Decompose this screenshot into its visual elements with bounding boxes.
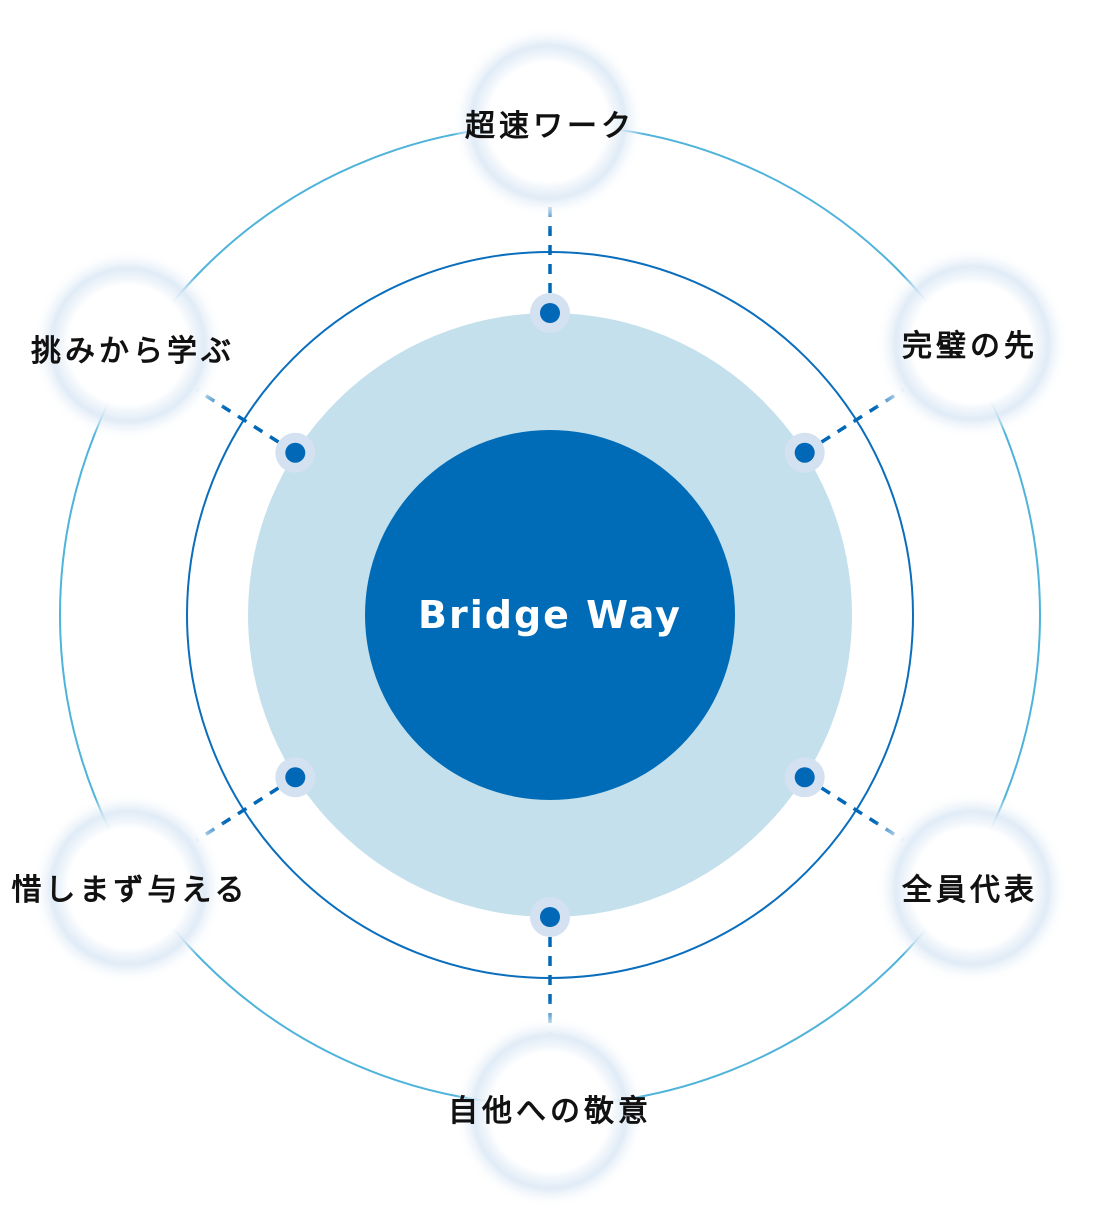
value-label: 惜しまず与える xyxy=(11,873,248,908)
value-label: 完璧の先 xyxy=(902,329,1038,364)
label-glow xyxy=(32,249,224,441)
value-dot xyxy=(794,767,815,788)
core-disc xyxy=(365,430,735,800)
connector-line xyxy=(194,387,280,444)
value-label: 超速ワーク xyxy=(465,109,635,144)
value-label: 自他への敬意 xyxy=(448,1094,652,1129)
label-glow xyxy=(876,247,1068,439)
value-dots xyxy=(275,293,825,937)
label-glow xyxy=(32,792,224,984)
label-glows xyxy=(32,26,1068,1208)
label-glow xyxy=(454,1016,646,1208)
value-dot xyxy=(540,907,560,927)
value-dot xyxy=(794,442,815,463)
value-label: 挑みから学ぶ xyxy=(31,334,235,369)
value-dot xyxy=(285,442,306,463)
center-title: Bridge Way xyxy=(418,593,682,637)
connector-line xyxy=(820,786,906,843)
value-dot xyxy=(540,303,560,323)
label-glow xyxy=(876,792,1068,984)
value-label: 全員代表 xyxy=(901,873,1038,908)
label-glow xyxy=(452,26,644,218)
connector-line xyxy=(194,786,280,843)
connector-line xyxy=(820,387,906,444)
value-dot xyxy=(285,767,306,788)
